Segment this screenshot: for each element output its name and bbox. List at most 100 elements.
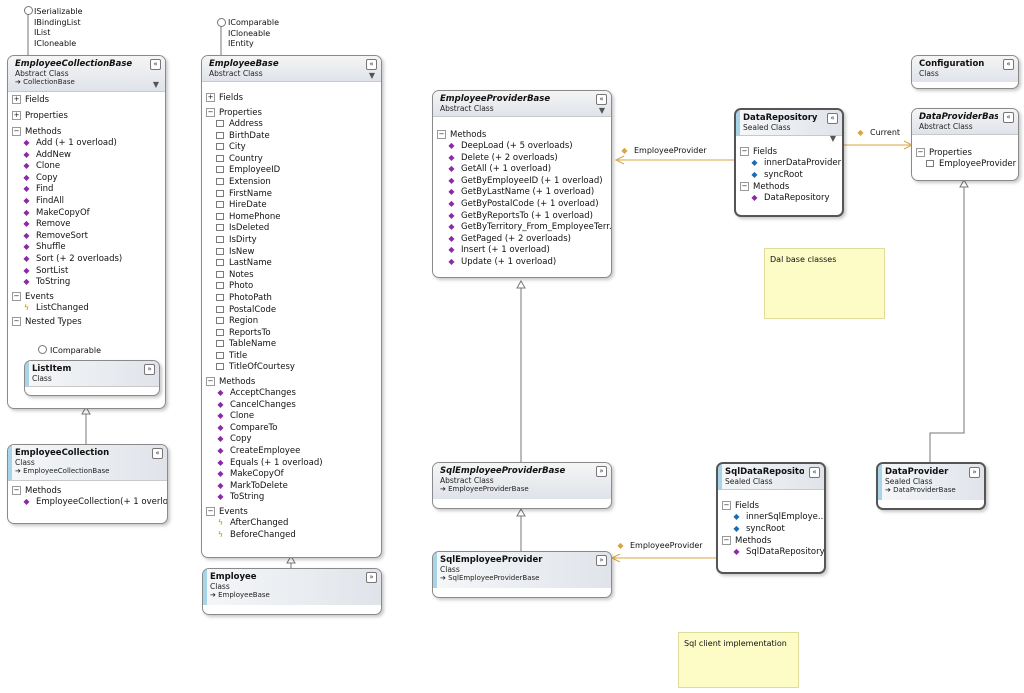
section-events[interactable]: −Events [12, 291, 54, 302]
class-header[interactable]: SqlEmployeeProvider Class ➔ SqlEmployeeP… [433, 552, 611, 588]
section-properties[interactable]: −Properties [206, 108, 262, 118]
method-item[interactable]: ◆AddNew [23, 149, 71, 160]
collapse-toggle-icon[interactable]: − [437, 130, 446, 139]
collapse-toggle-icon[interactable]: − [12, 291, 21, 301]
method-item[interactable]: ◆SortList [23, 265, 69, 276]
expand-toggle-icon[interactable]: + [12, 111, 21, 120]
expand-icon[interactable]: » [969, 467, 980, 478]
collapse-toggle-icon[interactable]: − [12, 317, 21, 327]
property-item[interactable]: EmployeeProvider [912, 159, 1018, 171]
collapse-icon[interactable]: « [827, 113, 838, 124]
property-item[interactable]: IsDirty [202, 235, 381, 247]
property-item[interactable]: PostalCode [202, 305, 381, 317]
collapse-icon[interactable]: « [152, 448, 163, 459]
method-item[interactable]: ◆Equals (+ 1 overload) [217, 457, 323, 468]
method-item[interactable]: ◆DataRepository [751, 193, 830, 204]
note-sql-client-implementation[interactable]: Sql client implementation [678, 632, 799, 688]
expand-icon[interactable]: » [596, 466, 607, 477]
method-item[interactable]: ◆Copy [23, 172, 58, 183]
section-fields[interactable]: +Fields [206, 93, 244, 103]
property-item[interactable]: Country [202, 154, 381, 166]
method-item[interactable]: ◆RemoveSort [23, 230, 88, 241]
class-header[interactable]: Employee Class ➔ EmployeeBase » [203, 569, 381, 605]
collapse-toggle-icon[interactable]: − [206, 507, 215, 516]
collapse-icon[interactable]: « [366, 59, 377, 70]
method-item[interactable]: ◆FindAll [23, 195, 64, 206]
class-header[interactable]: SqlDataRepository Sealed Class « [718, 464, 824, 490]
property-item[interactable]: IsNew [202, 247, 381, 259]
class-header[interactable]: EmployeeProviderBase Abstract Class « ▼ [433, 91, 611, 117]
method-item[interactable]: ◆Update (+ 1 overload) [448, 256, 557, 267]
section-fields[interactable]: +Fields [12, 95, 50, 105]
class-header[interactable]: Configuration Class « [912, 56, 1018, 82]
property-item[interactable]: HireDate [202, 200, 381, 212]
collapse-toggle-icon[interactable]: − [722, 501, 731, 510]
collapse-icon[interactable]: « [150, 59, 161, 70]
filter-icon[interactable]: ▼ [829, 134, 836, 143]
class-employee-provider-base[interactable]: EmployeeProviderBase Abstract Class « ▼ … [432, 90, 612, 278]
collapse-toggle-icon[interactable]: − [740, 182, 749, 192]
method-item[interactable]: ◆CompareTo [217, 422, 278, 433]
property-item[interactable]: Notes [202, 270, 381, 282]
method-item[interactable]: ◆Clone [217, 411, 255, 422]
class-employee-collection-base[interactable]: EmployeeCollectionBase Abstract Class ➔ … [7, 55, 166, 409]
section-methods[interactable]: −Methods [12, 127, 62, 137]
section-fields[interactable]: −Fields [740, 147, 778, 157]
method-item[interactable]: ◆GetByEmployeeID (+ 1 overload) [448, 175, 603, 186]
method-item[interactable]: ◆Remove [23, 219, 71, 230]
class-data-repository[interactable]: DataRepository Sealed Class « ▼ −Fields … [734, 108, 844, 217]
filter-icon[interactable]: ▼ [598, 106, 605, 115]
method-item[interactable]: ◆GetByLastName (+ 1 overload) [448, 187, 595, 198]
class-header[interactable]: SqlEmployeeProviderBase Abstract Class ➔… [433, 463, 611, 499]
method-item[interactable]: ◆AcceptChanges [217, 388, 296, 399]
method-item[interactable]: ◆Shuffle [23, 242, 66, 253]
expand-toggle-icon[interactable]: + [12, 95, 21, 104]
section-methods[interactable]: −Methods [206, 377, 256, 388]
class-sql-data-repository[interactable]: SqlDataRepository Sealed Class « −Fields… [716, 462, 826, 574]
class-configuration[interactable]: Configuration Class « [911, 55, 1019, 89]
method-item[interactable]: ◆MarkToDelete [217, 480, 288, 491]
collapse-toggle-icon[interactable]: − [740, 147, 749, 156]
property-item[interactable]: FirstName [202, 189, 381, 201]
expand-toggle-icon[interactable]: + [206, 93, 215, 102]
field-item[interactable]: ◆syncRoot [751, 169, 803, 180]
property-item[interactable]: TitleOfCourtesy [202, 362, 381, 374]
field-item[interactable]: ◆innerSqlEmploye... [733, 512, 824, 522]
method-item[interactable]: ◆Find [23, 184, 54, 195]
section-properties[interactable]: −Properties [916, 148, 972, 158]
method-item[interactable]: ◆Delete (+ 2 overloads) [448, 152, 558, 163]
class-header[interactable]: EmployeeCollection Class ➔ EmployeeColle… [8, 445, 167, 481]
method-item[interactable]: ◆SqlDataRepository [733, 547, 824, 558]
collapse-icon[interactable]: « [596, 94, 607, 105]
property-item[interactable]: Title [202, 351, 381, 363]
collapse-icon[interactable]: « [1003, 112, 1014, 123]
method-item[interactable]: ◆Clone [23, 161, 61, 172]
method-item[interactable]: ◆ToString [217, 492, 265, 503]
method-item[interactable]: ◆Sort (+ 2 overloads) [23, 253, 123, 264]
method-item[interactable]: ◆CancelChanges [217, 399, 296, 410]
section-properties[interactable]: +Properties [12, 111, 68, 121]
class-employee-collection[interactable]: EmployeeCollection Class ➔ EmployeeColle… [7, 444, 168, 524]
method-item[interactable]: ◆GetByReportsTo (+ 1 overload) [448, 210, 593, 221]
class-header[interactable]: DataProvider Sealed Class ➔ DataProvider… [878, 464, 984, 500]
section-methods[interactable]: −Methods [437, 130, 487, 140]
method-item[interactable]: ◆GetByPostalCode (+ 1 overload) [448, 198, 599, 209]
method-item[interactable]: ◆EmployeeCollection(+ 1 overlo... [23, 497, 167, 507]
property-item[interactable]: TableName [202, 339, 381, 351]
expand-icon[interactable]: » [144, 364, 155, 375]
property-item[interactable]: Photo [202, 281, 381, 293]
method-item[interactable]: ◆GetPaged (+ 2 overloads) [448, 233, 571, 244]
method-item[interactable]: ◆GetAll (+ 1 overload) [448, 164, 552, 175]
class-sql-employee-provider[interactable]: SqlEmployeeProvider Class ➔ SqlEmployeeP… [432, 551, 612, 598]
collapse-toggle-icon[interactable]: − [722, 536, 731, 546]
section-events[interactable]: −Events [206, 507, 248, 517]
class-data-provider-base[interactable]: DataProviderBase Abstract Class « −Prope… [911, 108, 1019, 181]
method-item[interactable]: ◆MakeCopyOf [217, 469, 284, 480]
class-header[interactable]: DataRepository Sealed Class « ▼ [736, 110, 842, 143]
class-data-provider[interactable]: DataProvider Sealed Class ➔ DataProvider… [876, 462, 986, 510]
class-sql-employee-provider-base[interactable]: SqlEmployeeProviderBase Abstract Class ➔… [432, 462, 612, 509]
collapse-toggle-icon[interactable]: − [206, 108, 215, 117]
collapse-icon[interactable]: « [1003, 59, 1014, 70]
property-item[interactable]: PhotoPath [202, 293, 381, 305]
